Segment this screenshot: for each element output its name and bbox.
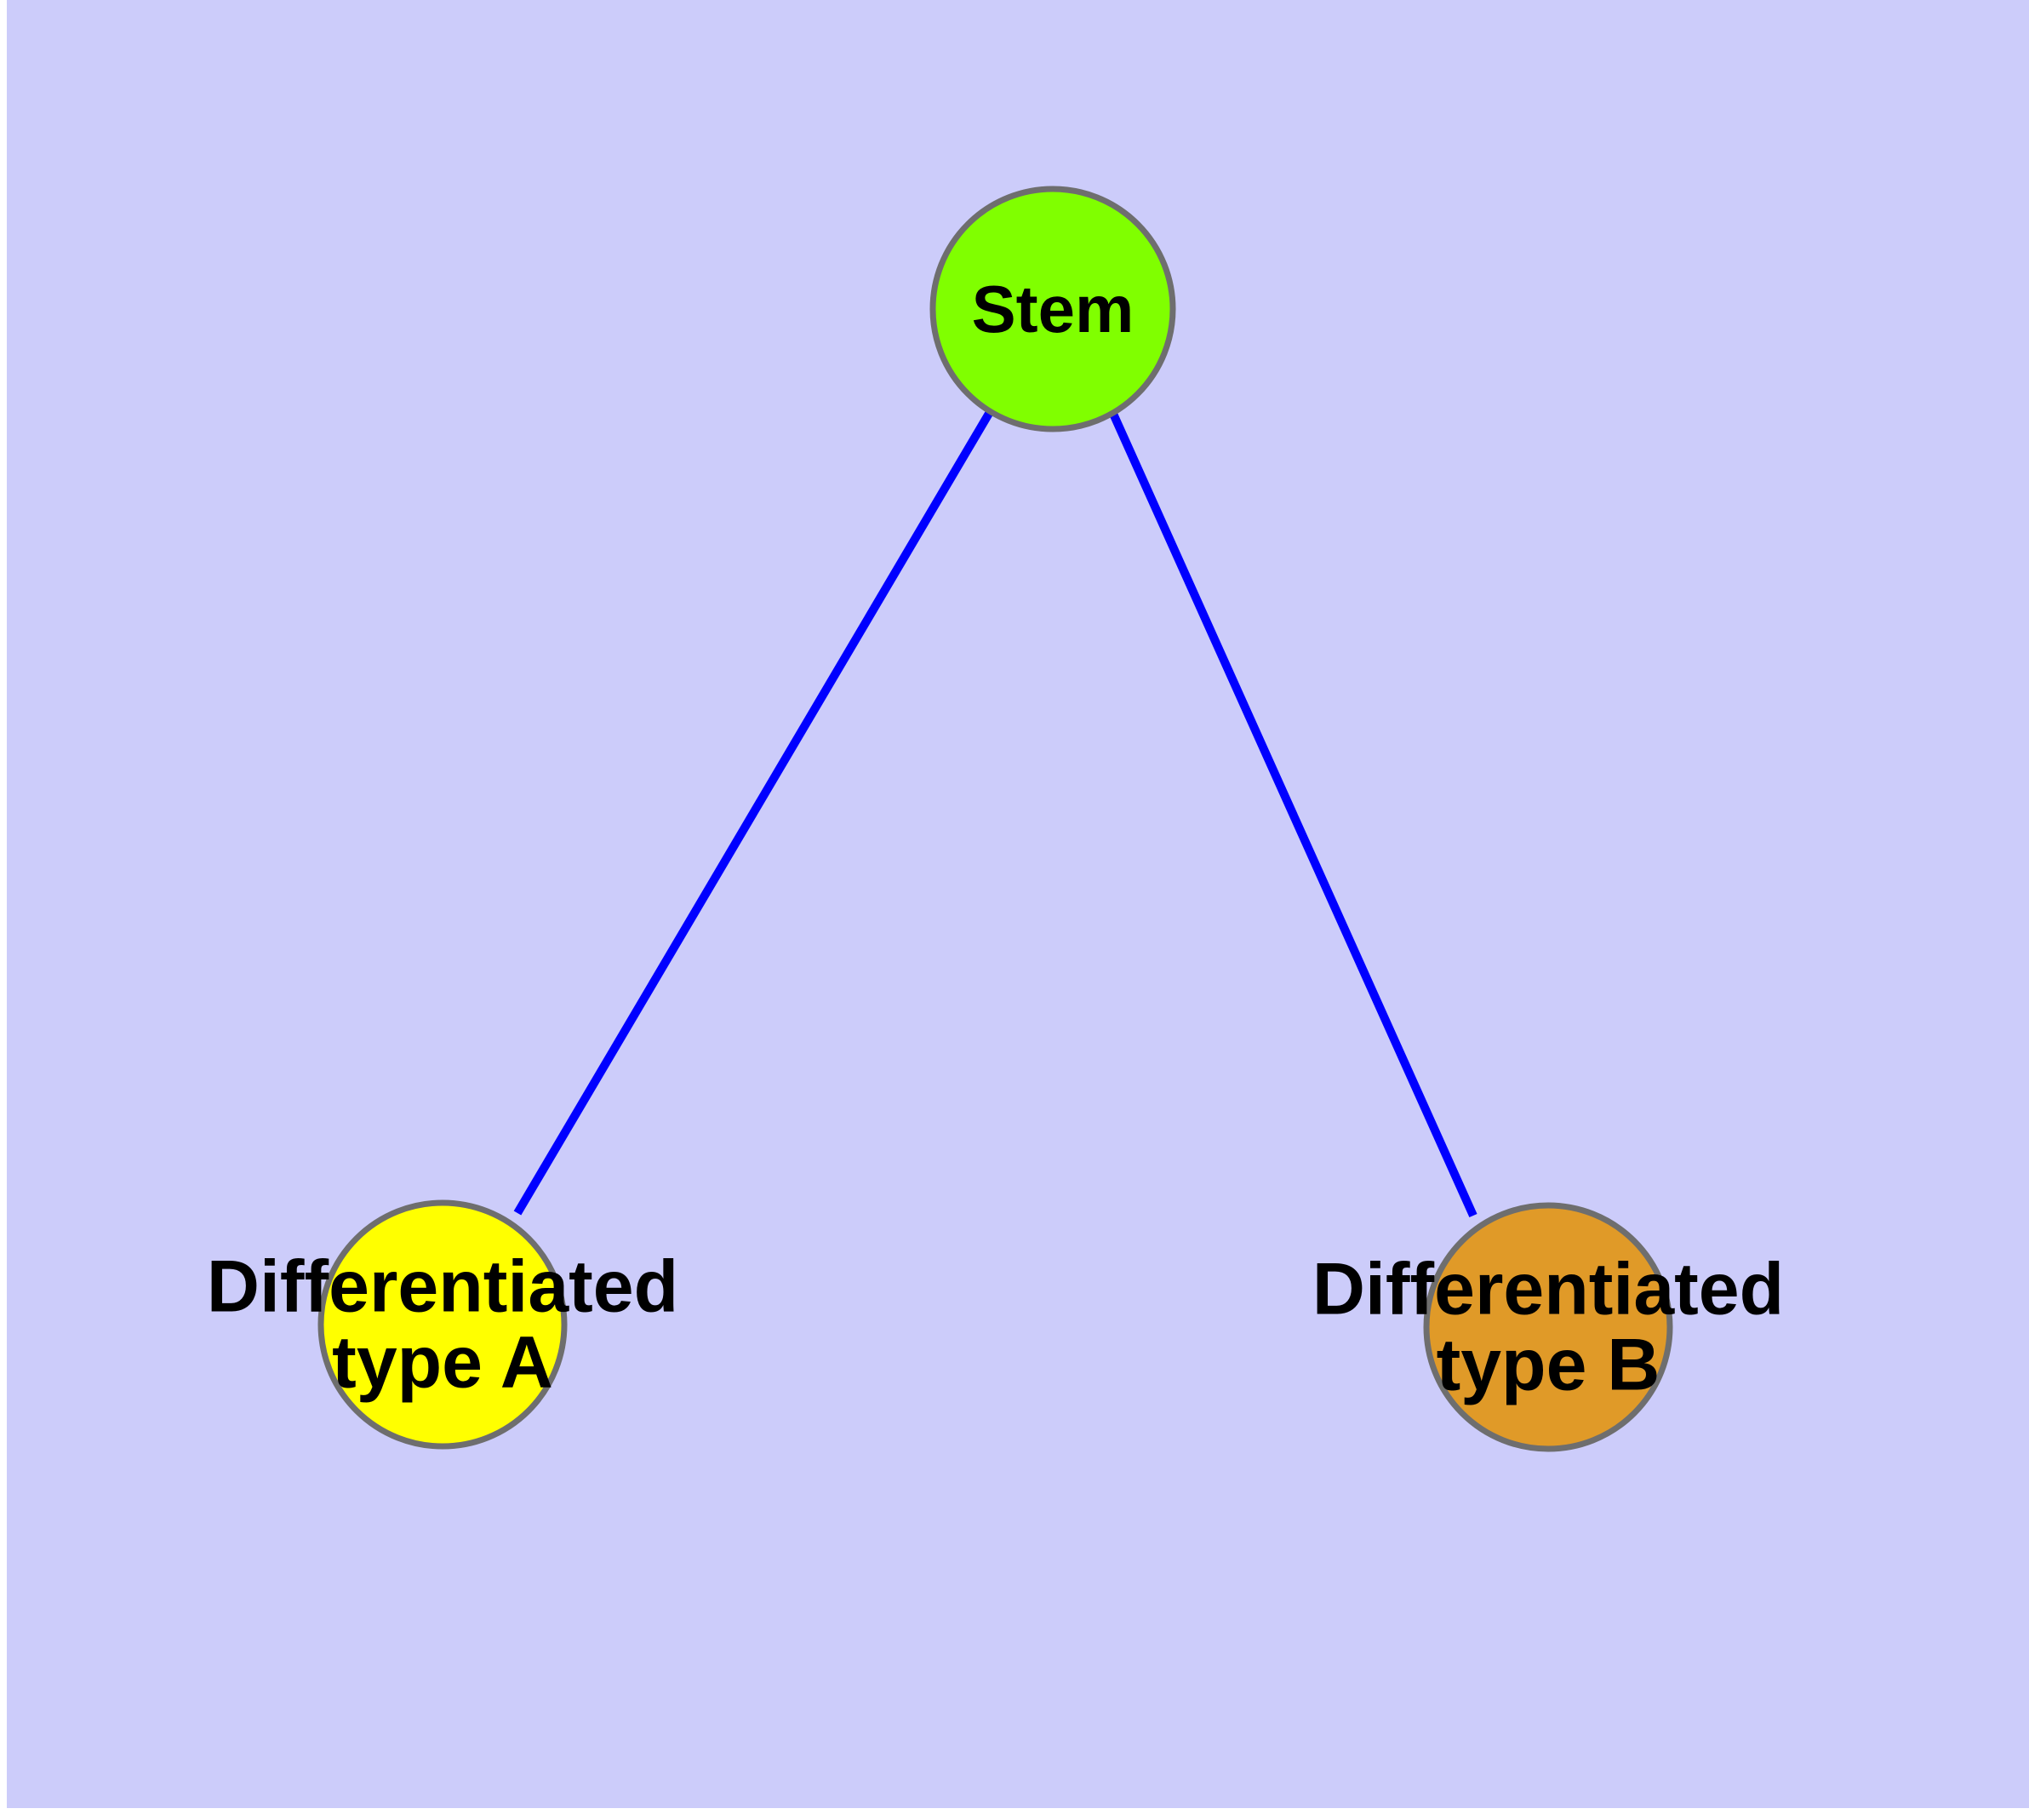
node-diff_b[interactable] [1423, 1202, 1673, 1452]
edge-stem-diff-a[interactable] [513, 409, 994, 1216]
nodes-layer [317, 186, 1673, 1452]
edge-stem-diff-b[interactable] [1109, 411, 1477, 1218]
node-stem[interactable] [929, 186, 1176, 432]
graph-svg [317, 186, 1673, 1452]
edges-layer [513, 409, 1477, 1218]
node-diff_a[interactable] [317, 1199, 568, 1450]
